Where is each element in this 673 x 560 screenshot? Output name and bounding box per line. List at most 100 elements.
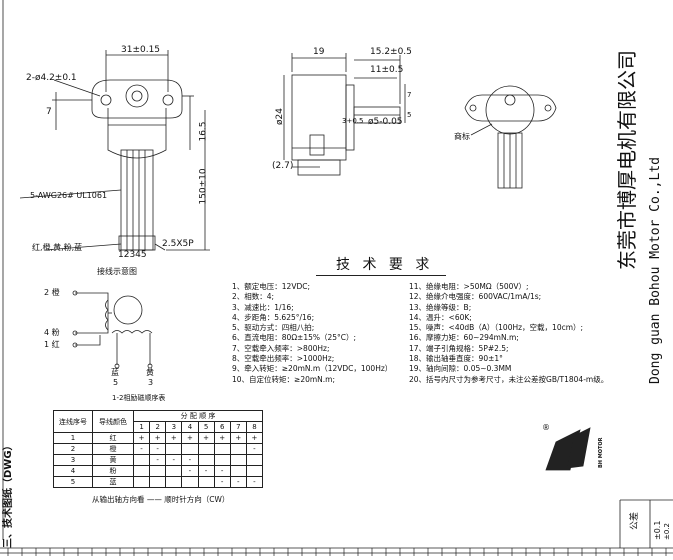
- wire-number: 1: [53, 432, 93, 444]
- sequence-cell: [165, 476, 183, 488]
- sequence-cell: -: [181, 454, 199, 466]
- step-header: 7: [229, 421, 247, 433]
- dim-width-mount: 31±0.15: [121, 45, 161, 55]
- sequence-cell: [245, 465, 264, 477]
- spec-item: 1、额定电压：12VDC;: [232, 282, 310, 291]
- step-header: 4: [181, 421, 199, 433]
- wire-number: 2: [53, 443, 93, 455]
- spec-item: 7、空载牵入频率：>800Hz;: [232, 343, 330, 353]
- sequence-cell: [229, 454, 247, 466]
- wire-color: 粉: [92, 465, 134, 477]
- dim-hole-spec: 2-ø4.2±0.1: [26, 73, 77, 83]
- dim-body-dia: ø24: [274, 108, 285, 125]
- sequence-cell: [165, 443, 183, 455]
- pin-numbers: 12345: [118, 250, 147, 260]
- sequence-cell: +: [132, 432, 151, 444]
- sequence-cell: [197, 443, 215, 455]
- spec-item: 18、输出轴垂直度：90±1°: [409, 354, 503, 364]
- sequence-cell: -: [149, 443, 167, 455]
- table-footer: 从输出轴方向看 —— 顺时针方向（CW）: [92, 495, 230, 504]
- dim-side-7: 7: [407, 91, 412, 99]
- dim-side-19: 19: [313, 47, 325, 57]
- dim-connector: 2.5X5P: [162, 239, 194, 249]
- sequence-cell: [197, 454, 215, 466]
- sequence-cell: -: [149, 454, 167, 466]
- sequence-cell: [213, 454, 231, 466]
- label-tag: 商标: [454, 132, 470, 141]
- header-wire-color: 导线颜色: [92, 410, 134, 433]
- terminal-pink: 4 粉: [44, 328, 60, 337]
- dim-shaft-11: 11±0.5: [370, 65, 404, 75]
- company-name-en: Dong guan Bohou Motor Co.,Ltd: [648, 157, 663, 384]
- header-sequence: 分 配 顺 序: [133, 410, 263, 422]
- wire-number: 4: [53, 465, 93, 477]
- spec-item: 20、括号内尺寸为参考尺寸，未注公差按GB/T1804-m级。: [409, 374, 609, 384]
- spec-item: 8、空载牵出频率：>1000Hz;: [232, 354, 335, 364]
- sequence-cell: [181, 476, 199, 488]
- sequence-cell: +: [197, 432, 215, 444]
- dim-wire-length: 150±10: [198, 168, 209, 205]
- dim-side-5: 5: [407, 111, 412, 119]
- sequence-cell: -: [213, 476, 231, 488]
- wire-color: 红: [92, 432, 134, 444]
- sequence-cell: [197, 476, 215, 488]
- spec-title-underline: [316, 275, 446, 276]
- sequence-cell: [149, 476, 167, 488]
- spec-item: 14、温升：<60K;: [409, 312, 472, 322]
- sequence-cell: [213, 443, 231, 455]
- spec-item: 17、端子引角规格：5P#2.5;: [409, 343, 509, 353]
- brand-label: BH MOTOR: [598, 437, 604, 468]
- wire-color: 蓝: [92, 476, 134, 488]
- sequence-cell: -: [245, 443, 264, 455]
- sequence-cell: [132, 476, 151, 488]
- excitation-caption: 1-2相励磁顺序表: [112, 394, 166, 402]
- sequence-cell: [132, 454, 151, 466]
- tolerance-v2: ±0.2: [663, 523, 671, 540]
- spec-item: 3、减速比：1/16;: [232, 302, 294, 312]
- tolerance-v1: ±0.1: [653, 520, 662, 540]
- sequence-cell: -: [229, 476, 247, 488]
- dim-side-27: (2.7): [272, 161, 294, 171]
- spec-item: 10、自定位转矩：≥20mN.m;: [232, 374, 336, 384]
- specs-left: 1、额定电压：12VDC; 2、相数：4; 3、减速比：1/16; 4、步距角：…: [232, 282, 392, 385]
- terminal-orange: 2 橙: [44, 288, 60, 297]
- specs-right: 11、绝缘电阻：>50MΩ（500V）; 12、绝缘介电强度：600VAC/1m…: [409, 282, 608, 385]
- sequence-cell: -: [213, 465, 231, 477]
- sequence-cell: [229, 465, 247, 477]
- company-name-cn: 东莞市博厚电机有限公司: [615, 50, 639, 270]
- sequence-cell: +: [181, 432, 199, 444]
- terminal-yellow-num: 3: [148, 378, 154, 387]
- step-header: 3: [165, 421, 183, 433]
- sequence-cell: -: [132, 443, 151, 455]
- dim-offset: 7: [46, 107, 52, 117]
- wire-colors: 红,橙,黄,粉,蓝: [32, 243, 83, 252]
- registered-mark: ®: [542, 423, 550, 432]
- sequence-cell: [181, 443, 199, 455]
- step-header: 6: [213, 421, 231, 433]
- terminal-red: 1 红: [44, 340, 60, 349]
- spec-item: 19、轴向间隙：0.05~0.3MM: [409, 364, 512, 374]
- sequence-cell: +: [229, 432, 247, 444]
- wiring-title: 接线示意图: [97, 267, 137, 276]
- sequence-cell: -: [245, 476, 264, 488]
- sequence-cell: [245, 454, 264, 466]
- tolerance-label: 公差: [630, 511, 640, 530]
- dim-shaft-dia: ø5-0.05: [368, 117, 403, 127]
- sequence-cell: [165, 465, 183, 477]
- spec-item: 2、相数：4;: [232, 292, 275, 302]
- wire-color: 黄: [92, 454, 134, 466]
- spec-item: 12、绝缘介电强度：600VAC/1mA/1s;: [409, 292, 542, 302]
- wire-number: 3: [53, 454, 93, 466]
- sequence-cell: -: [197, 465, 215, 477]
- sequence-cell: +: [165, 432, 183, 444]
- spec-item: 9、牵入转矩：≥20mN.m（12VDC，100Hz）: [232, 364, 393, 374]
- terminal-yellow-label: 黄: [146, 368, 154, 377]
- spec-item: 4、步距角：5.625°/16;: [232, 312, 315, 322]
- sequence-cell: [229, 443, 247, 455]
